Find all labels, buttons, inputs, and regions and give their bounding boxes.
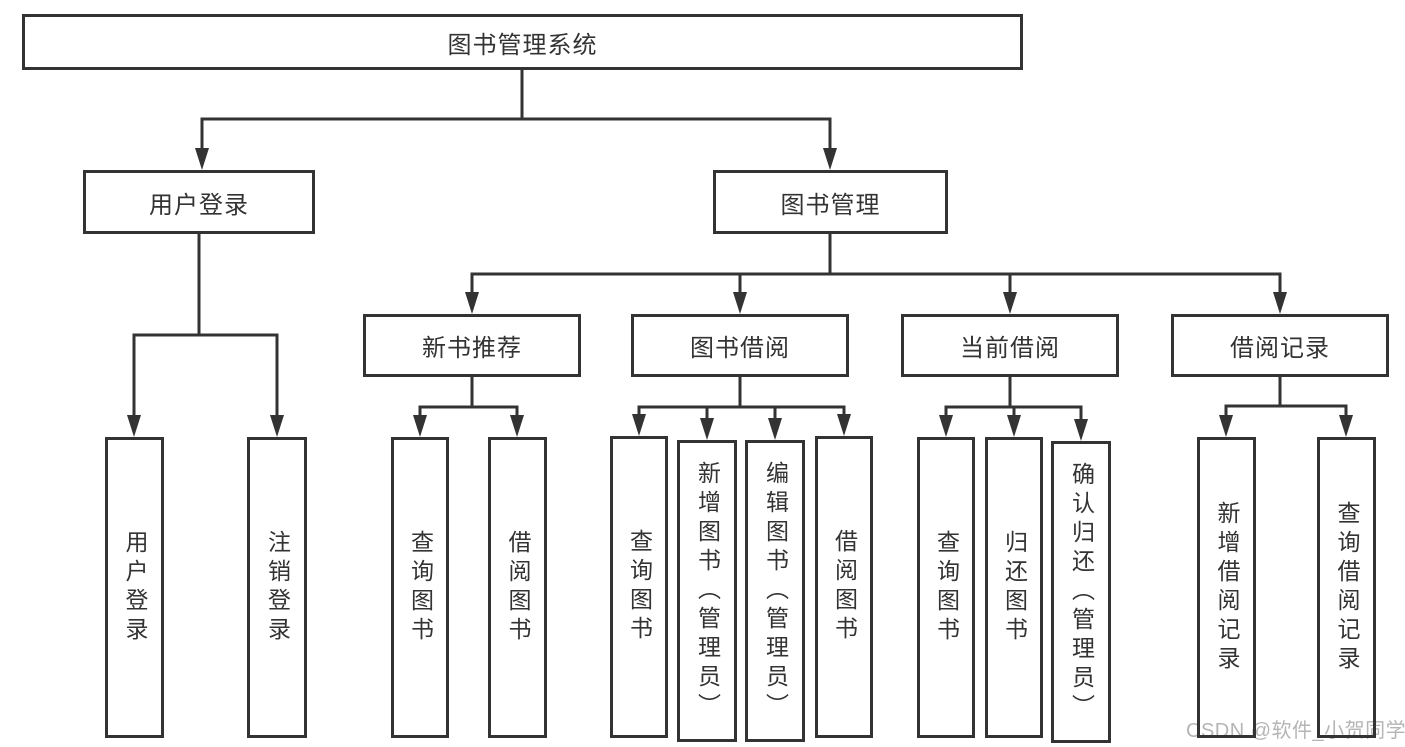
arrow-br-add: [1219, 415, 1233, 437]
leaf-borrow-books-borrowing-label: 借阅图书: [831, 529, 858, 645]
arrow-cb-query: [939, 415, 953, 437]
arrow-new-book: [465, 292, 479, 314]
leaf-user-login-label: 用户登录: [122, 529, 148, 646]
node-book-borrowing: 图书借阅: [631, 314, 849, 377]
node-borrowing-records-label: 借阅记录: [1230, 335, 1330, 362]
leaf-query-books-current: 查询图书: [917, 437, 975, 738]
leaf-add-books-admin: 新增图书（管理员）: [677, 440, 737, 742]
node-borrowing-records: 借阅记录: [1171, 314, 1389, 377]
arrowheads: [127, 148, 1353, 441]
arrow-borrow-records: [1273, 292, 1287, 314]
leaf-borrow-books-recommend: 借阅图书: [488, 437, 547, 738]
leaf-query-books-recommend-label: 查询图书: [407, 529, 434, 646]
leaf-return-books-label: 归还图书: [1001, 529, 1028, 646]
arrow-leaf-login: [127, 415, 141, 437]
arrow-book-borrow: [733, 292, 747, 314]
arrow-bb-edit: [768, 418, 782, 440]
leaf-query-books-recommend: 查询图书: [391, 437, 449, 738]
leaf-confirm-return-admin-label: 确认归还（管理员）: [1068, 461, 1095, 723]
arrow-cb-return: [1007, 415, 1021, 437]
node-user-login-group: 用户登录: [83, 170, 315, 234]
arrow-user-login: [195, 148, 209, 170]
arrow-bb-query: [632, 414, 646, 436]
leaf-logout: 注销登录: [247, 437, 307, 738]
node-current-borrowing-label: 当前借阅: [960, 335, 1060, 362]
leaf-add-borrow-record: 新增借阅记录: [1197, 437, 1256, 738]
leaf-user-login: 用户登录: [105, 437, 164, 738]
leaf-query-books-borrowing-label: 查询图书: [626, 529, 653, 645]
arrow-nbr-borrow: [510, 415, 524, 437]
node-new-book-recommend: 新书推荐: [363, 314, 581, 377]
arrow-bb-borrow: [837, 414, 851, 436]
node-book-borrowing-label: 图书借阅: [690, 335, 790, 362]
arrow-br-query: [1339, 415, 1353, 437]
node-library-management-system: 图书管理系统: [22, 14, 1023, 70]
arrow-bb-add: [700, 418, 714, 440]
node-book-management-label: 图书管理: [780, 191, 881, 219]
leaf-logout-label: 注销登录: [264, 529, 291, 646]
leaf-borrow-books-borrowing: 借阅图书: [815, 436, 873, 738]
connector-segments: [132, 70, 1348, 421]
leaf-confirm-return-admin: 确认归还（管理员）: [1051, 441, 1111, 743]
node-book-management: 图书管理: [713, 170, 948, 234]
arrow-leaf-logout: [270, 415, 284, 437]
leaf-query-books-current-label: 查询图书: [933, 529, 960, 646]
leaf-edit-books-admin-label: 编辑图书（管理员）: [762, 460, 789, 722]
node-current-borrowing: 当前借阅: [901, 314, 1119, 377]
leaf-return-books: 归还图书: [985, 437, 1043, 738]
leaf-query-borrow-record-label: 查询借阅记录: [1334, 500, 1360, 675]
arrow-current-borrow: [1003, 292, 1017, 314]
leaf-query-borrow-record: 查询借阅记录: [1317, 437, 1376, 738]
arrow-book-management: [823, 148, 837, 170]
node-library-management-system-label: 图书管理系统: [447, 31, 598, 59]
leaf-borrow-books-recommend-label: 借阅图书: [505, 529, 531, 646]
node-user-login-group-label: 用户登录: [149, 191, 249, 219]
arrow-nbr-query: [413, 415, 427, 437]
node-new-book-recommend-label: 新书推荐: [422, 335, 522, 362]
leaf-add-borrow-record-label: 新增借阅记录: [1214, 500, 1240, 675]
arrow-cb-confirm: [1074, 419, 1088, 441]
leaf-edit-books-admin: 编辑图书（管理员）: [745, 440, 805, 742]
leaf-query-books-borrowing: 查询图书: [610, 436, 668, 738]
leaf-add-books-admin-label: 新增图书（管理员）: [694, 460, 721, 722]
